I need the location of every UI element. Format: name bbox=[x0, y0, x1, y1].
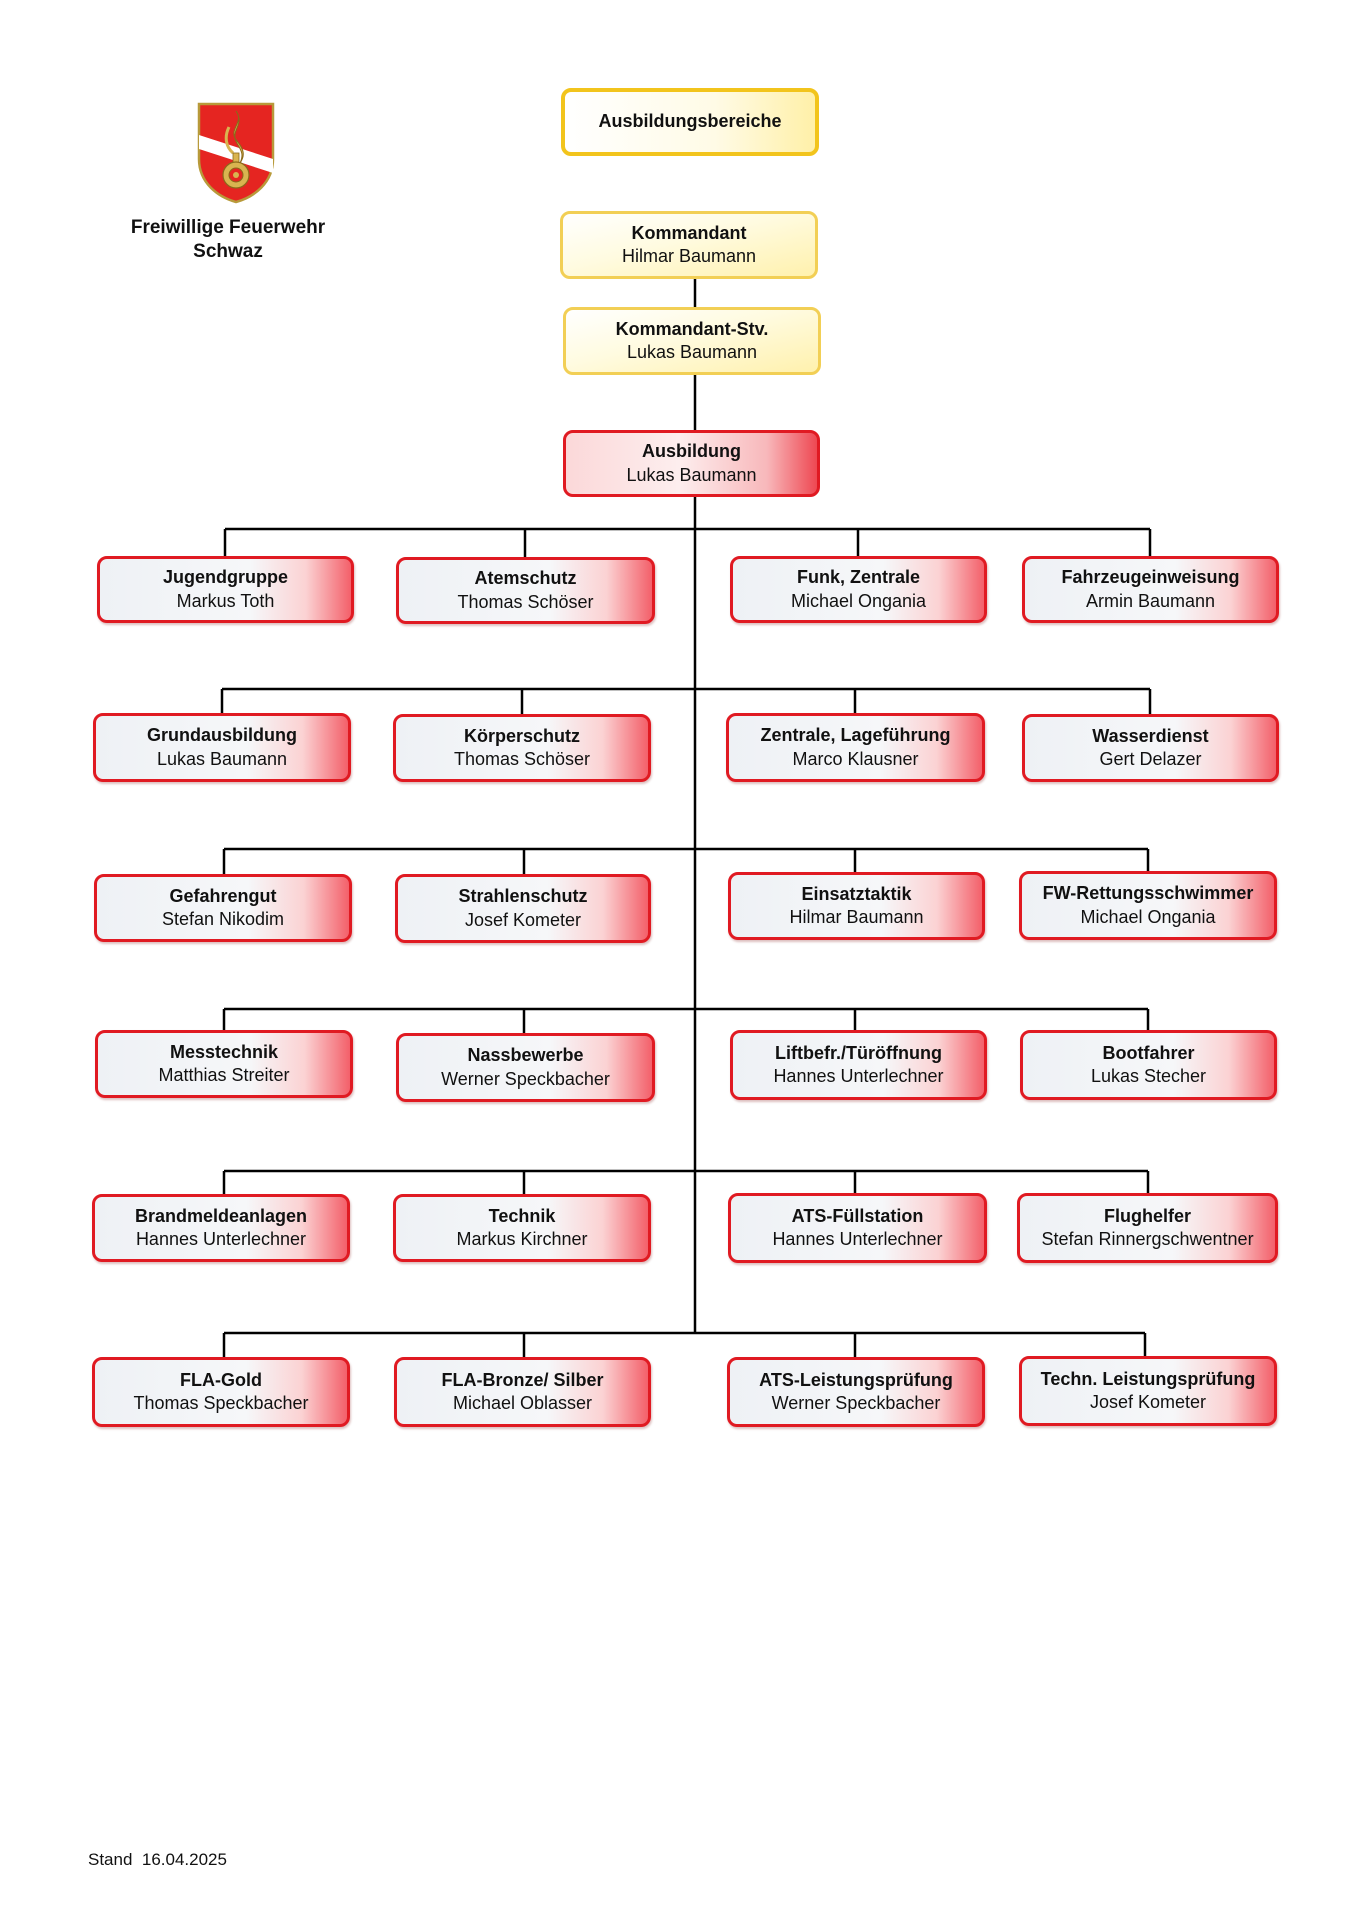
node-role: ATS-Füllstation bbox=[791, 1205, 924, 1226]
node-role: Zentrale, Lageführung bbox=[760, 725, 951, 746]
node-kommandant-stv: Kommandant-Stv. Lukas Baumann bbox=[563, 307, 821, 375]
node-ats-fuellstation: ATS-Füllstation Hannes Unterlechner bbox=[728, 1193, 987, 1263]
node-person: Thomas Speckbacher bbox=[133, 1393, 309, 1413]
node-role: Techn. Leistungsprüfung bbox=[1040, 1368, 1256, 1389]
node-kommandant: Kommandant Hilmar Baumann bbox=[560, 211, 818, 279]
node-role: Fahrzeugeinweisung bbox=[1061, 567, 1240, 588]
fire-brigade-emblem-icon bbox=[197, 102, 275, 204]
node-role: FLA-Gold bbox=[180, 1369, 262, 1390]
node-role: Flughelfer bbox=[1103, 1205, 1191, 1226]
node-person: Michael Ongania bbox=[1080, 906, 1216, 927]
node-person: Thomas Schöser bbox=[457, 591, 594, 612]
node-funk-zentrale: Funk, Zentrale Michael Ongania bbox=[730, 556, 987, 623]
node-person: Hannes Unterlechner bbox=[773, 1066, 944, 1086]
node-person: Josef Kometer bbox=[464, 909, 582, 930]
node-person: Gert Delazer bbox=[1099, 749, 1202, 769]
node-person: Matthias Streiter bbox=[158, 1065, 290, 1085]
node-person: Josef Kometer bbox=[1089, 1392, 1207, 1412]
node-person: Michael Ongania bbox=[790, 590, 927, 611]
node-ausbildung: Ausbildung Lukas Baumann bbox=[563, 430, 820, 497]
node-strahlenschutz: Strahlenschutz Josef Kometer bbox=[395, 874, 651, 943]
node-person: Lukas Baumann bbox=[626, 342, 758, 362]
node-flughelfer: Flughelfer Stefan Rinnergschwentner bbox=[1017, 1193, 1278, 1263]
node-role: Kommandant bbox=[631, 222, 747, 243]
node-role: Ausbildung bbox=[642, 441, 741, 462]
section-title-box: Ausbildungsbereiche bbox=[561, 88, 819, 156]
node-person: Lukas Baumann bbox=[626, 464, 757, 485]
node-koerperschutz: Körperschutz Thomas Schöser bbox=[393, 714, 651, 782]
node-grundausbildung: Grundausbildung Lukas Baumann bbox=[93, 713, 351, 782]
node-atemschutz: Atemschutz Thomas Schöser bbox=[396, 557, 655, 624]
node-fw-rettungsschwimmer: FW-Rettungsschwimmer Michael Ongania bbox=[1019, 871, 1277, 940]
node-role: Kommandant-Stv. bbox=[615, 318, 769, 339]
node-person: Hilmar Baumann bbox=[789, 907, 924, 927]
node-role: Grundausbildung bbox=[147, 725, 297, 746]
node-person: Werner Speckbacher bbox=[441, 1068, 610, 1089]
node-role: Einsatztaktik bbox=[801, 883, 912, 904]
node-jugendgruppe: Jugendgruppe Markus Toth bbox=[97, 556, 354, 623]
node-role: Messtechnik bbox=[169, 1041, 279, 1062]
node-role: Technik bbox=[488, 1205, 556, 1226]
node-role: Nassbewerbe bbox=[467, 1045, 584, 1066]
node-bootfahrer: Bootfahrer Lukas Stecher bbox=[1020, 1030, 1277, 1100]
node-brandmeldeanlagen: Brandmeldeanlagen Hannes Unterlechner bbox=[92, 1194, 350, 1262]
node-ats-leistungspruefung: ATS-Leistungsprüfung Werner Speckbacher bbox=[727, 1357, 985, 1427]
node-person: Armin Baumann bbox=[1085, 590, 1216, 611]
node-person: Markus Toth bbox=[176, 590, 275, 611]
node-role: FLA-Bronze/ Silber bbox=[441, 1369, 604, 1390]
node-role: Liftbefr./Türöffnung bbox=[775, 1042, 942, 1063]
node-einsatztaktik: Einsatztaktik Hilmar Baumann bbox=[728, 872, 985, 940]
node-person: Markus Kirchner bbox=[456, 1229, 588, 1249]
node-person: Thomas Schöser bbox=[453, 749, 591, 769]
node-nassbewerbe: Nassbewerbe Werner Speckbacher bbox=[396, 1033, 655, 1102]
organization-name: Freiwillige Feuerwehr Schwaz bbox=[100, 216, 356, 264]
node-role: Strahlenschutz bbox=[458, 886, 588, 907]
node-person: Marco Klausner bbox=[792, 748, 919, 769]
node-person: Werner Speckbacher bbox=[771, 1393, 941, 1413]
stand-date: Stand 16.04.2025 bbox=[88, 1850, 227, 1869]
node-technik: Technik Markus Kirchner bbox=[393, 1194, 651, 1262]
node-gefahrengut: Gefahrengut Stefan Nikodim bbox=[94, 874, 352, 942]
node-person: Hilmar Baumann bbox=[621, 246, 757, 266]
node-person: Michael Oblasser bbox=[452, 1393, 593, 1413]
section-title: Ausbildungsbereiche bbox=[598, 111, 782, 132]
node-role: Brandmeldeanlagen bbox=[134, 1205, 308, 1226]
node-fahrzeugeinweisung: Fahrzeugeinweisung Armin Baumann bbox=[1022, 556, 1279, 623]
node-role: Wasserdienst bbox=[1092, 725, 1209, 746]
node-liftbefreiung-tueroeffnung: Liftbefr./Türöffnung Hannes Unterlechner bbox=[730, 1030, 987, 1100]
node-role: Körperschutz bbox=[463, 725, 580, 746]
organization-name-line2: Schwaz bbox=[193, 240, 263, 262]
node-person: Stefan Rinnergschwentner bbox=[1041, 1229, 1254, 1249]
node-fla-bronze-silber: FLA-Bronze/ Silber Michael Oblasser bbox=[394, 1357, 651, 1427]
node-role: Atemschutz bbox=[474, 568, 577, 589]
node-fla-gold: FLA-Gold Thomas Speckbacher bbox=[92, 1357, 350, 1427]
node-messtechnik: Messtechnik Matthias Streiter bbox=[95, 1030, 353, 1098]
node-role: Funk, Zentrale bbox=[796, 567, 921, 588]
node-person: Hannes Unterlechner bbox=[772, 1229, 943, 1249]
node-person: Lukas Stecher bbox=[1090, 1066, 1207, 1086]
node-person: Lukas Baumann bbox=[156, 748, 288, 769]
node-zentrale-lagefuehrung: Zentrale, Lageführung Marco Klausner bbox=[726, 713, 985, 782]
node-wasserdienst: Wasserdienst Gert Delazer bbox=[1022, 714, 1279, 782]
node-role: ATS-Leistungsprüfung bbox=[759, 1369, 953, 1390]
node-role: Bootfahrer bbox=[1102, 1042, 1195, 1063]
node-role: Gefahrengut bbox=[169, 885, 277, 906]
node-techn-leistungspruefung: Techn. Leistungsprüfung Josef Kometer bbox=[1019, 1356, 1277, 1426]
node-role: Jugendgruppe bbox=[163, 567, 288, 588]
node-person: Stefan Nikodim bbox=[161, 909, 285, 929]
organization-name-line1: Freiwillige Feuerwehr bbox=[130, 217, 326, 238]
node-person: Hannes Unterlechner bbox=[135, 1229, 307, 1249]
node-role: FW-Rettungsschwimmer bbox=[1042, 883, 1254, 904]
